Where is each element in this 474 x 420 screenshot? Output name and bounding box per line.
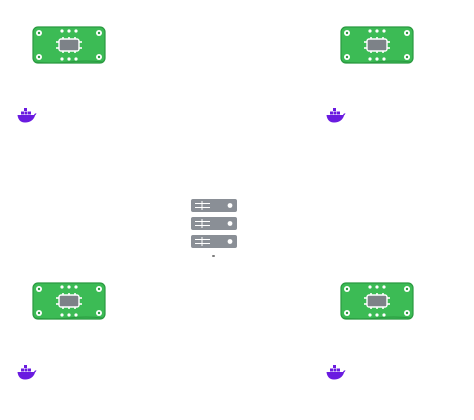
docker-whale-icon [17, 108, 37, 123]
server-rack-icon [191, 199, 237, 248]
docker-whale-icon [326, 108, 346, 123]
circuit-board-icon [340, 282, 414, 320]
server-indicator-dot [212, 255, 215, 257]
docker-whale-icon [326, 365, 346, 380]
circuit-board-icon [340, 26, 414, 64]
circuit-board-icon [32, 26, 106, 64]
circuit-board-icon [32, 282, 106, 320]
docker-whale-icon [17, 365, 37, 380]
